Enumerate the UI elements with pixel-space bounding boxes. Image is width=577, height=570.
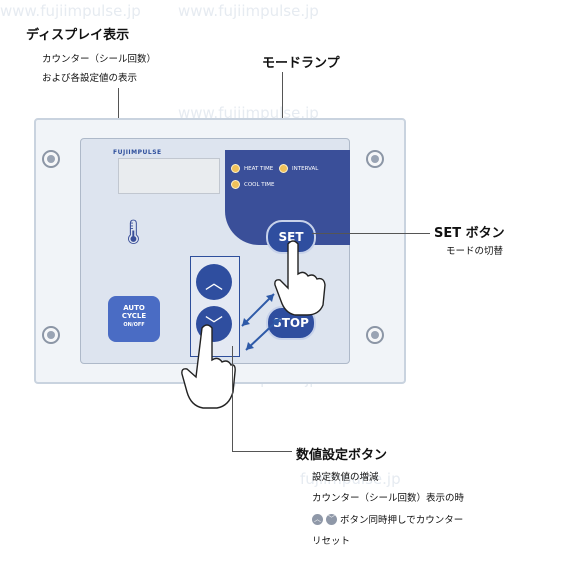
up-chevron-icon: ︿ <box>312 513 323 525</box>
lamp-interval: INTERVAL <box>279 164 318 173</box>
auto-cycle-label-1: AUTO <box>123 304 145 312</box>
double-arrow-icon <box>241 293 281 351</box>
mode-lamp-callout-title: モードランプ <box>262 56 340 71</box>
value-callout-title: 数値設定ボタン <box>296 448 388 463</box>
screw-icon <box>366 150 384 168</box>
value-callout-line3-row: ︿ ﹀ ボタン同時押しでカウンター <box>312 512 463 526</box>
watermark: www.fujiimpulse.jp <box>178 104 319 122</box>
auto-cycle-label-2: CYCLE <box>121 312 147 320</box>
set-callout-title: SET ボタン <box>434 226 505 241</box>
value-leader-line-vertical <box>232 346 233 452</box>
watermark: www.fujiimpulse.jp <box>178 2 319 20</box>
display-callout-title: ディスプレイ表示 <box>26 28 130 43</box>
screw-icon <box>42 326 60 344</box>
set-callout-line1: モードの切替 <box>446 246 504 257</box>
value-leader-line-horizontal <box>232 451 292 452</box>
up-button[interactable]: ︿ <box>196 264 232 300</box>
value-callout-line2: カウンター（シール回数）表示の時 <box>312 493 465 504</box>
value-callout-line3: ボタン同時押しでカウンター <box>340 515 464 526</box>
lcd-display <box>118 158 220 194</box>
brand-logo: FUJIIMPULSE <box>113 149 162 156</box>
lamp-heat-time: HEAT TIME <box>231 164 273 173</box>
display-callout-line1: カウンター（シール回数） <box>42 54 157 65</box>
watermark: fujiimpulse.jp <box>300 470 401 488</box>
mode-lamp-leader-line <box>282 72 283 158</box>
lamp-heat-time-label: HEAT TIME <box>244 165 274 172</box>
value-callout-line4: リセット <box>312 536 351 547</box>
pointing-hand-icon <box>274 240 326 316</box>
lamp-cool-time: COOL TIME <box>231 180 275 189</box>
set-leader-line <box>312 233 430 234</box>
lamp-cool-time-label: COOL TIME <box>244 181 275 188</box>
screw-icon <box>42 150 60 168</box>
lamp-interval-label: INTERVAL <box>292 165 319 172</box>
display-callout-line2: および各設定値の表示 <box>42 73 138 84</box>
value-callout-line1: 設定数値の増減 <box>312 472 379 483</box>
up-chevron-icon: ︿ <box>205 273 223 294</box>
thermometer-icon: 🌡 <box>118 218 149 246</box>
lamp-icon <box>231 164 240 173</box>
auto-cycle-label-3: ON/OFF <box>123 322 145 328</box>
lamp-icon <box>231 180 240 189</box>
down-chevron-icon: ﹀ <box>326 513 337 525</box>
screw-icon <box>366 326 384 344</box>
auto-cycle-button[interactable]: AUTO CYCLE ON/OFF <box>108 296 160 342</box>
watermark: www.fujiimpulse.jp <box>0 2 141 20</box>
pointing-hand-icon <box>181 324 236 409</box>
lamp-icon <box>279 164 288 173</box>
